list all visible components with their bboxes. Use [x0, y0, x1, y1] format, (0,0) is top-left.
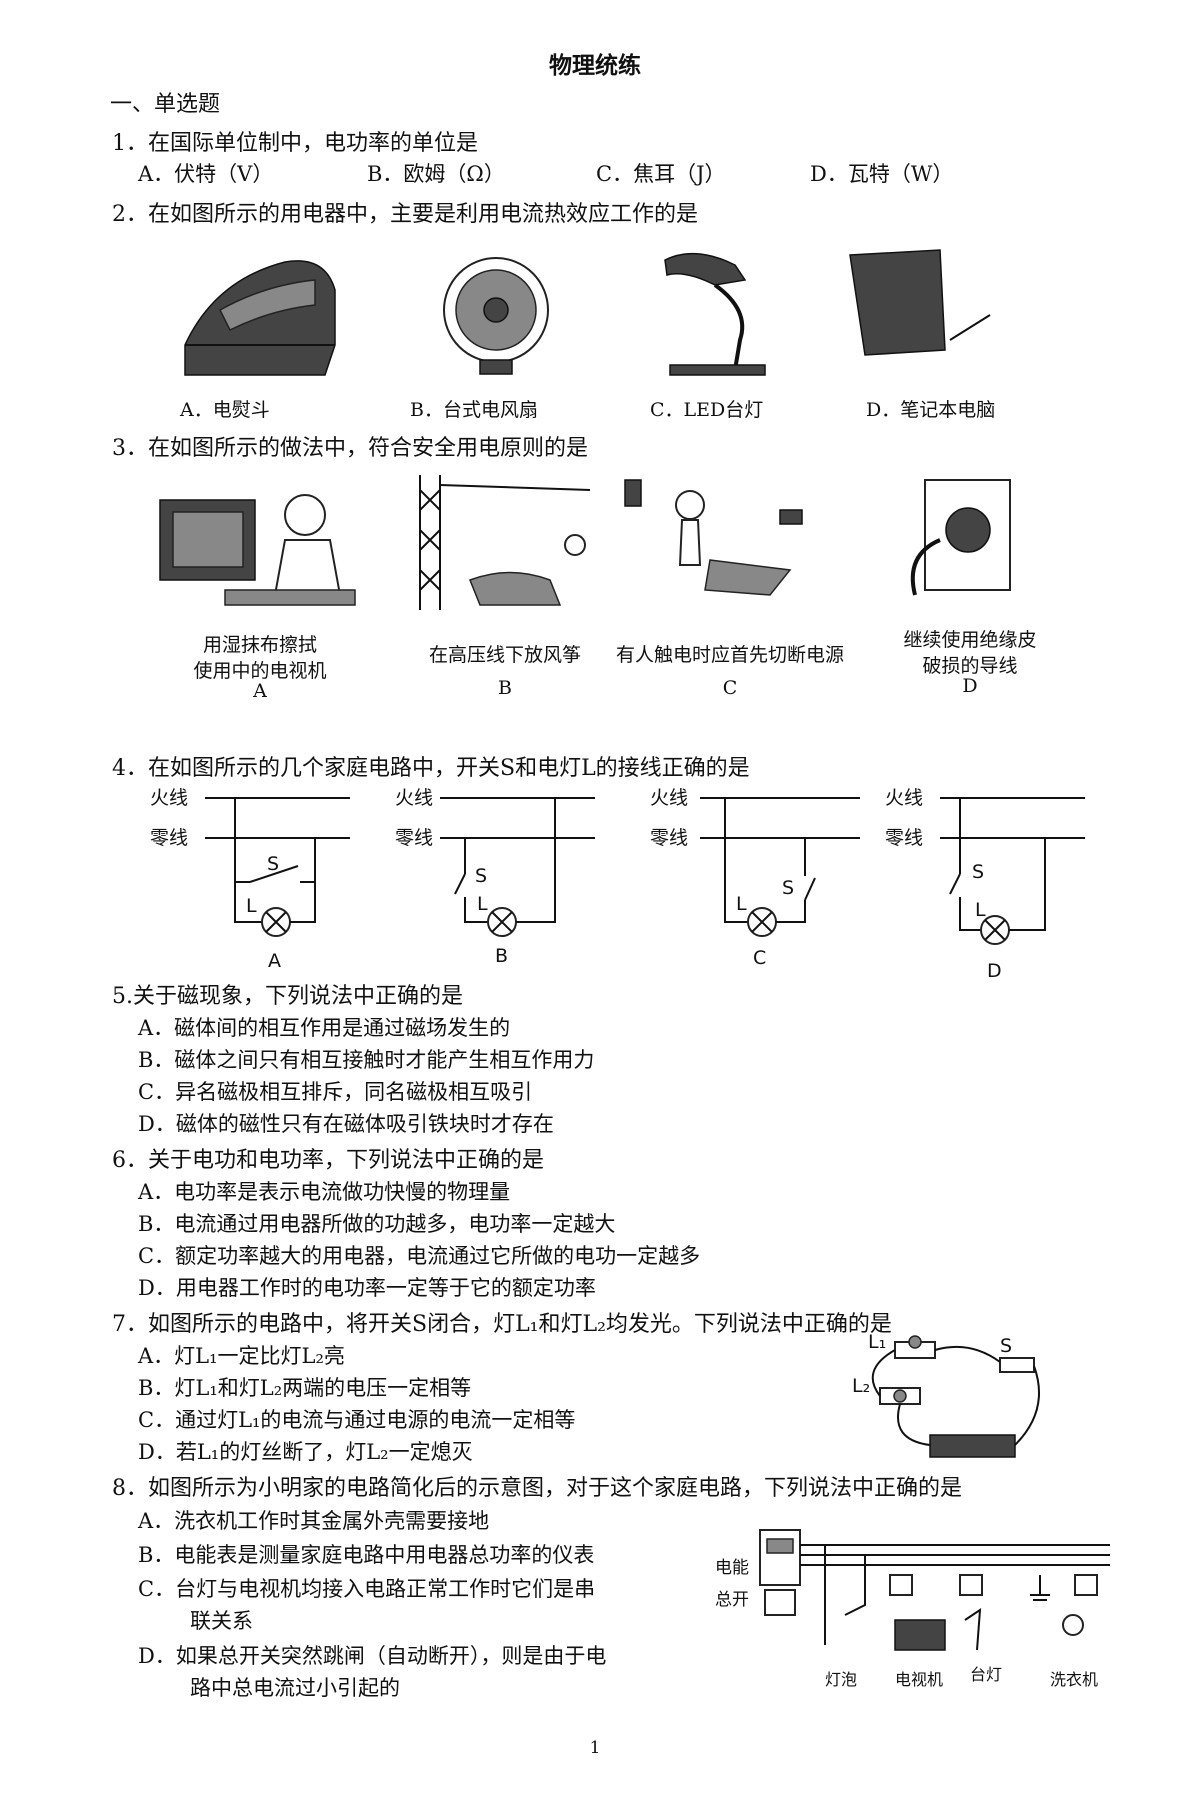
live-wire-label: 火线 [395, 787, 433, 809]
q4-stem: 4．在如图所示的几个家庭电路中，开关S和电灯L的接线正确的是 [112, 756, 750, 781]
q8-option-b: B．电能表是测量家庭电路中用电器总功率的仪表 [138, 1543, 595, 1567]
l1-label: L₁ [868, 1331, 886, 1353]
kite-under-power-line-image [419, 475, 591, 610]
switch-label: S [972, 861, 984, 883]
lamp-label: L [975, 899, 986, 921]
meter-label: 电能 [715, 1558, 749, 1578]
q3-letter-c: C [722, 677, 738, 699]
l2-label: L₂ [852, 1375, 870, 1397]
q7-circuit-figure: L₁ S L₂ [852, 1331, 1041, 1458]
q1-option-b: B．欧姆（Ω） [367, 162, 505, 186]
neutral-wire-label: 零线 [885, 827, 923, 849]
q7-option-a: A．灯L₁一定比灯L₂亮 [138, 1344, 345, 1368]
page-number: 1 [589, 1738, 601, 1758]
live-wire-label: 火线 [150, 787, 188, 809]
q3-letter-a: A [253, 680, 267, 702]
q7-option-c: C．通过灯L₁的电流与通过电源的电流一定相等 [138, 1408, 576, 1432]
q6-option-d: D．用电器工作时的电功率一定等于它的额定功率 [138, 1276, 596, 1300]
main-switch-label: 总开 [715, 1590, 749, 1610]
q6-option-b: B．电流通过用电器所做的功越多，电功率一定越大 [138, 1212, 616, 1236]
q7-option-d: D．若L₁的灯丝断了，灯L₂一定熄灭 [138, 1440, 473, 1464]
circuit-a-diagram: 火线 零线 S L A [150, 787, 350, 972]
q5-option-a: A．磁体间的相互作用是通过磁场发生的 [138, 1016, 511, 1040]
q3-caption-a-line1: 用湿抹布擦拭 [202, 634, 317, 656]
switch-label: S [782, 877, 794, 899]
q1-option-d: D．瓦特（W） [810, 162, 954, 186]
q1-option-c: C．焦耳（J） [596, 162, 726, 186]
q2-caption-d: D．笔记本电脑 [866, 399, 996, 421]
circuit-c-diagram: 火线 零线 S L C [650, 787, 860, 969]
q3-stem: 3．在如图所示的做法中，符合安全用电原则的是 [112, 436, 588, 461]
lamp-label: L [477, 893, 488, 915]
q8-option-c-line1: C．台灯与电视机均接入电路正常工作时它们是串 [138, 1577, 596, 1601]
electric-iron-image [184, 260, 336, 376]
q8-stem: 8．如图所示为小明家的电路简化后的示意图，对于这个家庭电路，下列说法中正确的是 [112, 1476, 962, 1501]
q5-stem: 5.关于磁现象，下列说法中正确的是 [112, 984, 463, 1009]
q8-option-d-line2: 路中总电流过小引起的 [190, 1676, 400, 1700]
q6-option-c: C．额定功率越大的用电器，电流通过它所做的电功一定越多 [138, 1244, 701, 1268]
circuit-letter-a: A [268, 950, 281, 972]
q6-option-a: A．电功率是表示电流做功快慢的物理量 [138, 1180, 511, 1204]
bulb-label: 灯泡 [825, 1670, 857, 1689]
q3-letter-b: B [498, 677, 512, 699]
live-wire-label: 火线 [885, 787, 923, 809]
wiping-tv-image [159, 494, 356, 606]
q3-caption-d-line1: 继续使用绝缘皮 [903, 629, 1037, 651]
neutral-wire-label: 零线 [650, 827, 688, 849]
circuit-letter-d: D [987, 960, 1002, 982]
q8-option-d-line1: D．如果总开关突然跳闸（自动断开），则是由于电 [138, 1644, 607, 1668]
q5-option-d: D．磁体的磁性只有在磁体吸引铁块时才存在 [138, 1112, 554, 1136]
section-heading: 一、单选题 [110, 92, 221, 117]
page-title: 物理统练 [549, 52, 641, 79]
desk-fan-image [443, 257, 549, 375]
q8-option-c-line2: 联关系 [190, 1609, 253, 1633]
circuit-letter-c: C [753, 947, 766, 969]
q3-caption-c-line1: 有人触电时应首先切断电源 [615, 644, 844, 666]
neutral-wire-label: 零线 [395, 827, 433, 849]
washer-label: 洗衣机 [1050, 1670, 1098, 1689]
neutral-wire-label: 零线 [150, 827, 188, 849]
lamp-label: L [736, 893, 747, 915]
q7-option-b: B．灯L₁和灯L₂两端的电压一定相等 [138, 1376, 472, 1400]
q5-option-c: C．异名磁极相互排斥，同名磁极相互吸引 [138, 1080, 533, 1104]
q3-caption-b-line1: 在高压线下放风筝 [428, 644, 581, 666]
q2-stem: 2．在如图所示的用电器中，主要是利用电流热效应工作的是 [112, 202, 698, 227]
q7-stem: 7．如图所示的电路中，将开关S闭合，灯L₁和灯L₂均发光。下列说法中正确的是 [112, 1312, 892, 1337]
switch-label: S [267, 853, 279, 875]
s-label: S [1000, 1335, 1012, 1357]
q5-option-b: B．磁体之间只有相互接触时才能产生相互作用力 [138, 1048, 595, 1072]
q2-caption-a: A．电熨斗 [180, 399, 270, 421]
q2-caption-b: B．台式电风扇 [410, 399, 538, 421]
circuit-d-diagram: 火线 零线 S L D [885, 787, 1085, 982]
q1-stem: 1．在国际单位制中，电功率的单位是 [112, 131, 478, 156]
household-circuit-figure: 电能 总开 灯泡 电视机 台灯 洗衣机 [715, 1529, 1110, 1689]
live-wire-label: 火线 [650, 787, 688, 809]
q3-caption-d-line2: 破损的导线 [922, 655, 1018, 677]
desk-lamp-label: 台灯 [970, 1665, 1002, 1684]
q3-caption-a-line2: 使用中的电视机 [193, 660, 327, 682]
circuit-letter-b: B [495, 945, 508, 967]
q8-option-a: A．洗衣机工作时其金属外壳需要接地 [138, 1509, 490, 1533]
q2-caption-c: C．LED台灯 [650, 399, 764, 421]
q1-option-a: A．伏特（V） [138, 162, 274, 186]
q6-stem: 6．关于电功和电功率，下列说法中正确的是 [112, 1148, 544, 1173]
lamp-label: L [246, 895, 257, 917]
tv-label: 电视机 [895, 1670, 943, 1689]
led-desk-lamp-image [664, 252, 766, 376]
damaged-wire-socket-image [910, 479, 1011, 596]
circuit-b-diagram: 火线 零线 S L B [395, 787, 595, 967]
cut-power-first-image [624, 479, 803, 596]
switch-label: S [475, 865, 487, 887]
q3-letter-d: D [962, 675, 978, 697]
laptop-image [849, 249, 991, 356]
